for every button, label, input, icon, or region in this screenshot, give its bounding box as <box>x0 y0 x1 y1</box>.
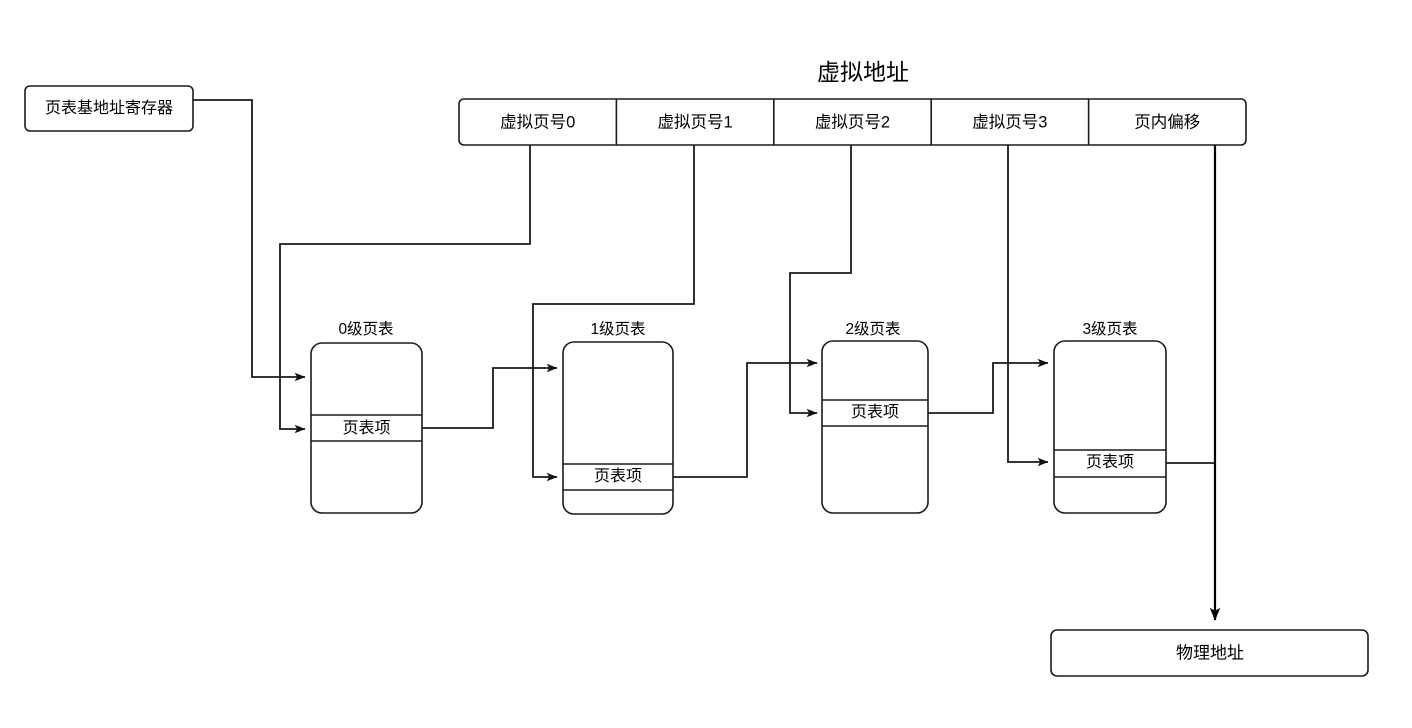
page-table-2-box <box>821 340 929 514</box>
physical-address-box <box>1050 629 1369 677</box>
page-table-base-register: 页表基地址寄存器 <box>24 85 194 132</box>
page-table-level-2: 2级页表 页表项 <box>821 320 929 514</box>
page-table-2-entry-label: 页表项 <box>851 403 899 421</box>
virtual-address-outline <box>458 98 1247 146</box>
page-table-level-1: 1级页表 页表项 <box>562 320 674 515</box>
virtual-address-title: 虚拟地址 <box>817 59 909 85</box>
page-table-3-entry-label: 页表项 <box>1086 453 1134 471</box>
connector-table0-entry-to-table1 <box>422 363 558 429</box>
segment-label-vpn1: 虚拟页号1 <box>658 112 733 131</box>
connector-vpn0-to-table0-entry <box>279 145 531 434</box>
connector-base-register-to-table0 <box>193 99 306 382</box>
virtual-address-bar: 虚拟页号0 虚拟页号1 虚拟页号2 虚拟页号3 页内偏移 <box>458 98 1247 146</box>
physical-address: 物理地址 <box>1050 629 1369 677</box>
page-table-1-caption: 1级页表 <box>590 320 645 338</box>
page-table-1-box <box>562 341 674 515</box>
page-table-0-box <box>310 342 423 514</box>
page-table-level-3: 3级页表 页表项 <box>1053 320 1167 514</box>
segment-label-vpn3: 虚拟页号3 <box>972 112 1047 131</box>
page-table-3-box <box>1053 340 1167 514</box>
physical-address-label: 物理地址 <box>1176 643 1244 662</box>
connector-vpn3-to-table3-entry <box>1007 145 1049 467</box>
connector-table2-entry-to-table3 <box>928 358 1049 414</box>
page-table-2-caption: 2级页表 <box>845 320 900 338</box>
connector-vpn2-to-table2-entry <box>789 145 852 418</box>
page-table-3-caption: 3级页表 <box>1082 320 1137 338</box>
connector-vpn1-to-table1-entry <box>532 145 695 482</box>
segment-label-vpn2: 虚拟页号2 <box>815 112 890 131</box>
page-table-0-caption: 0级页表 <box>338 320 393 338</box>
page-table-level-0: 0级页表 页表项 <box>310 320 423 514</box>
connector-table1-entry-to-table2 <box>673 358 818 478</box>
base-register-label: 页表基地址寄存器 <box>45 99 173 117</box>
segment-label-page-offset: 页内偏移 <box>1134 112 1200 131</box>
segment-label-vpn0: 虚拟页号0 <box>500 112 575 131</box>
page-table-0-entry-label: 页表项 <box>342 419 390 437</box>
page-table-1-entry-label: 页表项 <box>594 467 642 485</box>
base-register-box <box>24 85 194 132</box>
